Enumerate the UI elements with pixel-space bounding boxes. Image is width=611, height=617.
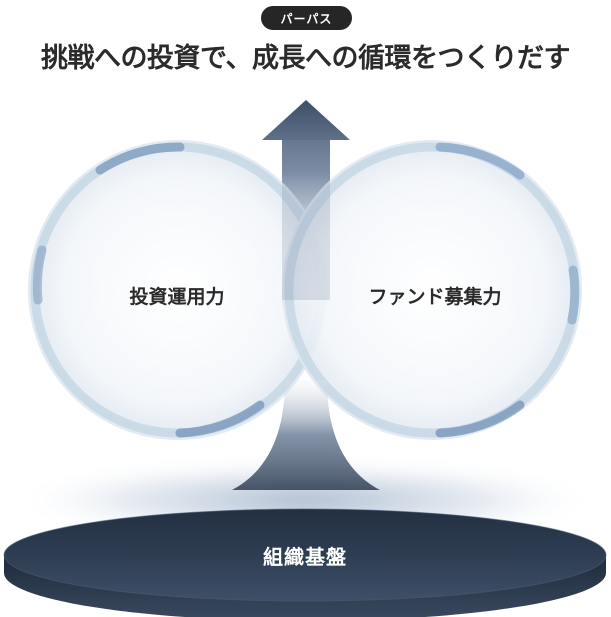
arrow-shaft-shadow [282,140,330,300]
foundation-label: 組織基盤 [263,545,347,569]
foundation-platform [3,508,607,617]
page-title: 挑戦への投資で、成長への循環をつくりだす [41,43,570,74]
investment-label: 投資運用力 [129,286,225,308]
arrow-stem [232,380,380,490]
purpose-badge: パーパス [261,6,352,30]
fundraising-label: ファンド募集力 [368,286,502,308]
fundraising-circle [282,140,582,440]
